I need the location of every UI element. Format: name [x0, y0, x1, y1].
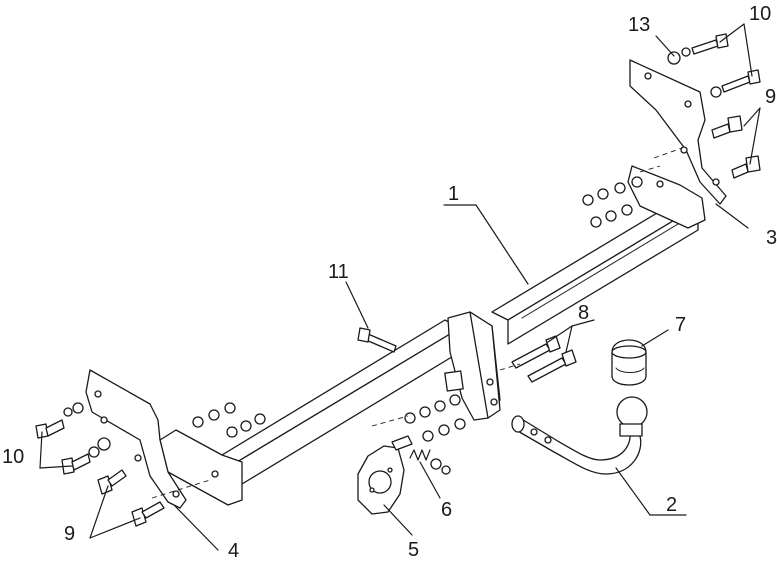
callout-4: 4 [228, 540, 239, 562]
left-side-bracket [85, 369, 187, 509]
nuts-washers-center [404, 394, 466, 442]
bolts-right-9-10-13 [667, 33, 761, 179]
callout-7: 7 [675, 314, 686, 336]
callout-2: 2 [666, 494, 677, 516]
callout-6: 6 [441, 499, 452, 521]
crossbar [159, 165, 706, 506]
spring-and-nut [409, 449, 451, 475]
nuts-washers-right [582, 176, 643, 228]
bolts-8 [511, 335, 577, 383]
callout-10-left: 10 [2, 446, 24, 468]
bolt-11 [357, 327, 397, 353]
callout-5: 5 [408, 539, 419, 561]
tow-ball-neck [511, 396, 648, 475]
callout-8: 8 [578, 302, 589, 324]
callout-10-right: 10 [749, 3, 771, 25]
right-side-bracket [629, 59, 727, 205]
tow-ball-cap [611, 339, 647, 386]
callout-3: 3 [766, 227, 777, 249]
callout-13: 13 [628, 14, 650, 36]
alignment-lines [151, 147, 683, 499]
callout-11: 11 [328, 261, 349, 283]
socket-plate [357, 435, 413, 515]
leader-lines [39, 23, 761, 551]
nuts-washers-left [192, 402, 266, 438]
callout-1: 1 [448, 183, 459, 205]
bolts-left-9-10 [35, 402, 165, 527]
callout-9-left: 9 [64, 523, 75, 545]
callout-9-right: 9 [765, 86, 776, 108]
